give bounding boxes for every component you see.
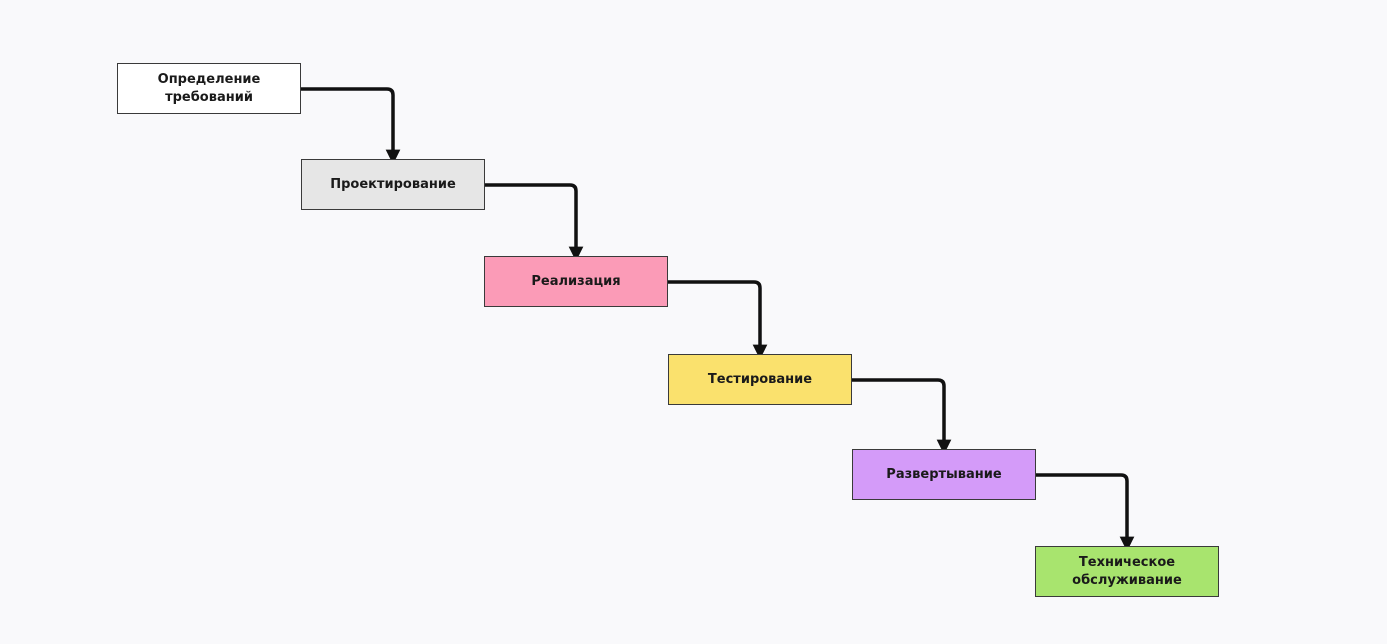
stage-label-implementation: Реализация: [531, 273, 621, 289]
connector-implementation-to-testing: [668, 280, 768, 360]
connector-design-to-implementation: [485, 183, 584, 262]
stage-label-testing: Тестирование: [707, 371, 813, 387]
stage-label-design: Проектирование: [330, 176, 456, 192]
stage-testing: Тестирование: [668, 354, 852, 405]
stage-deployment: Развертывание: [852, 449, 1036, 500]
connector-deployment-to-maintenance: [1036, 473, 1135, 552]
connector-requirements-to-design: [301, 87, 401, 165]
stage-requirements: Определение требований: [117, 63, 301, 114]
connector-testing-to-deployment: [852, 378, 952, 455]
stage-design: Проектирование: [301, 159, 485, 210]
stage-label-requirements: Определение требований: [157, 71, 261, 105]
stage-implementation: Реализация: [484, 256, 668, 307]
stage-label-maintenance: Техническое обслуживание: [1072, 554, 1182, 588]
stage-maintenance: Техническое обслуживание: [1035, 546, 1219, 597]
stage-label-deployment: Развертывание: [886, 466, 1002, 482]
